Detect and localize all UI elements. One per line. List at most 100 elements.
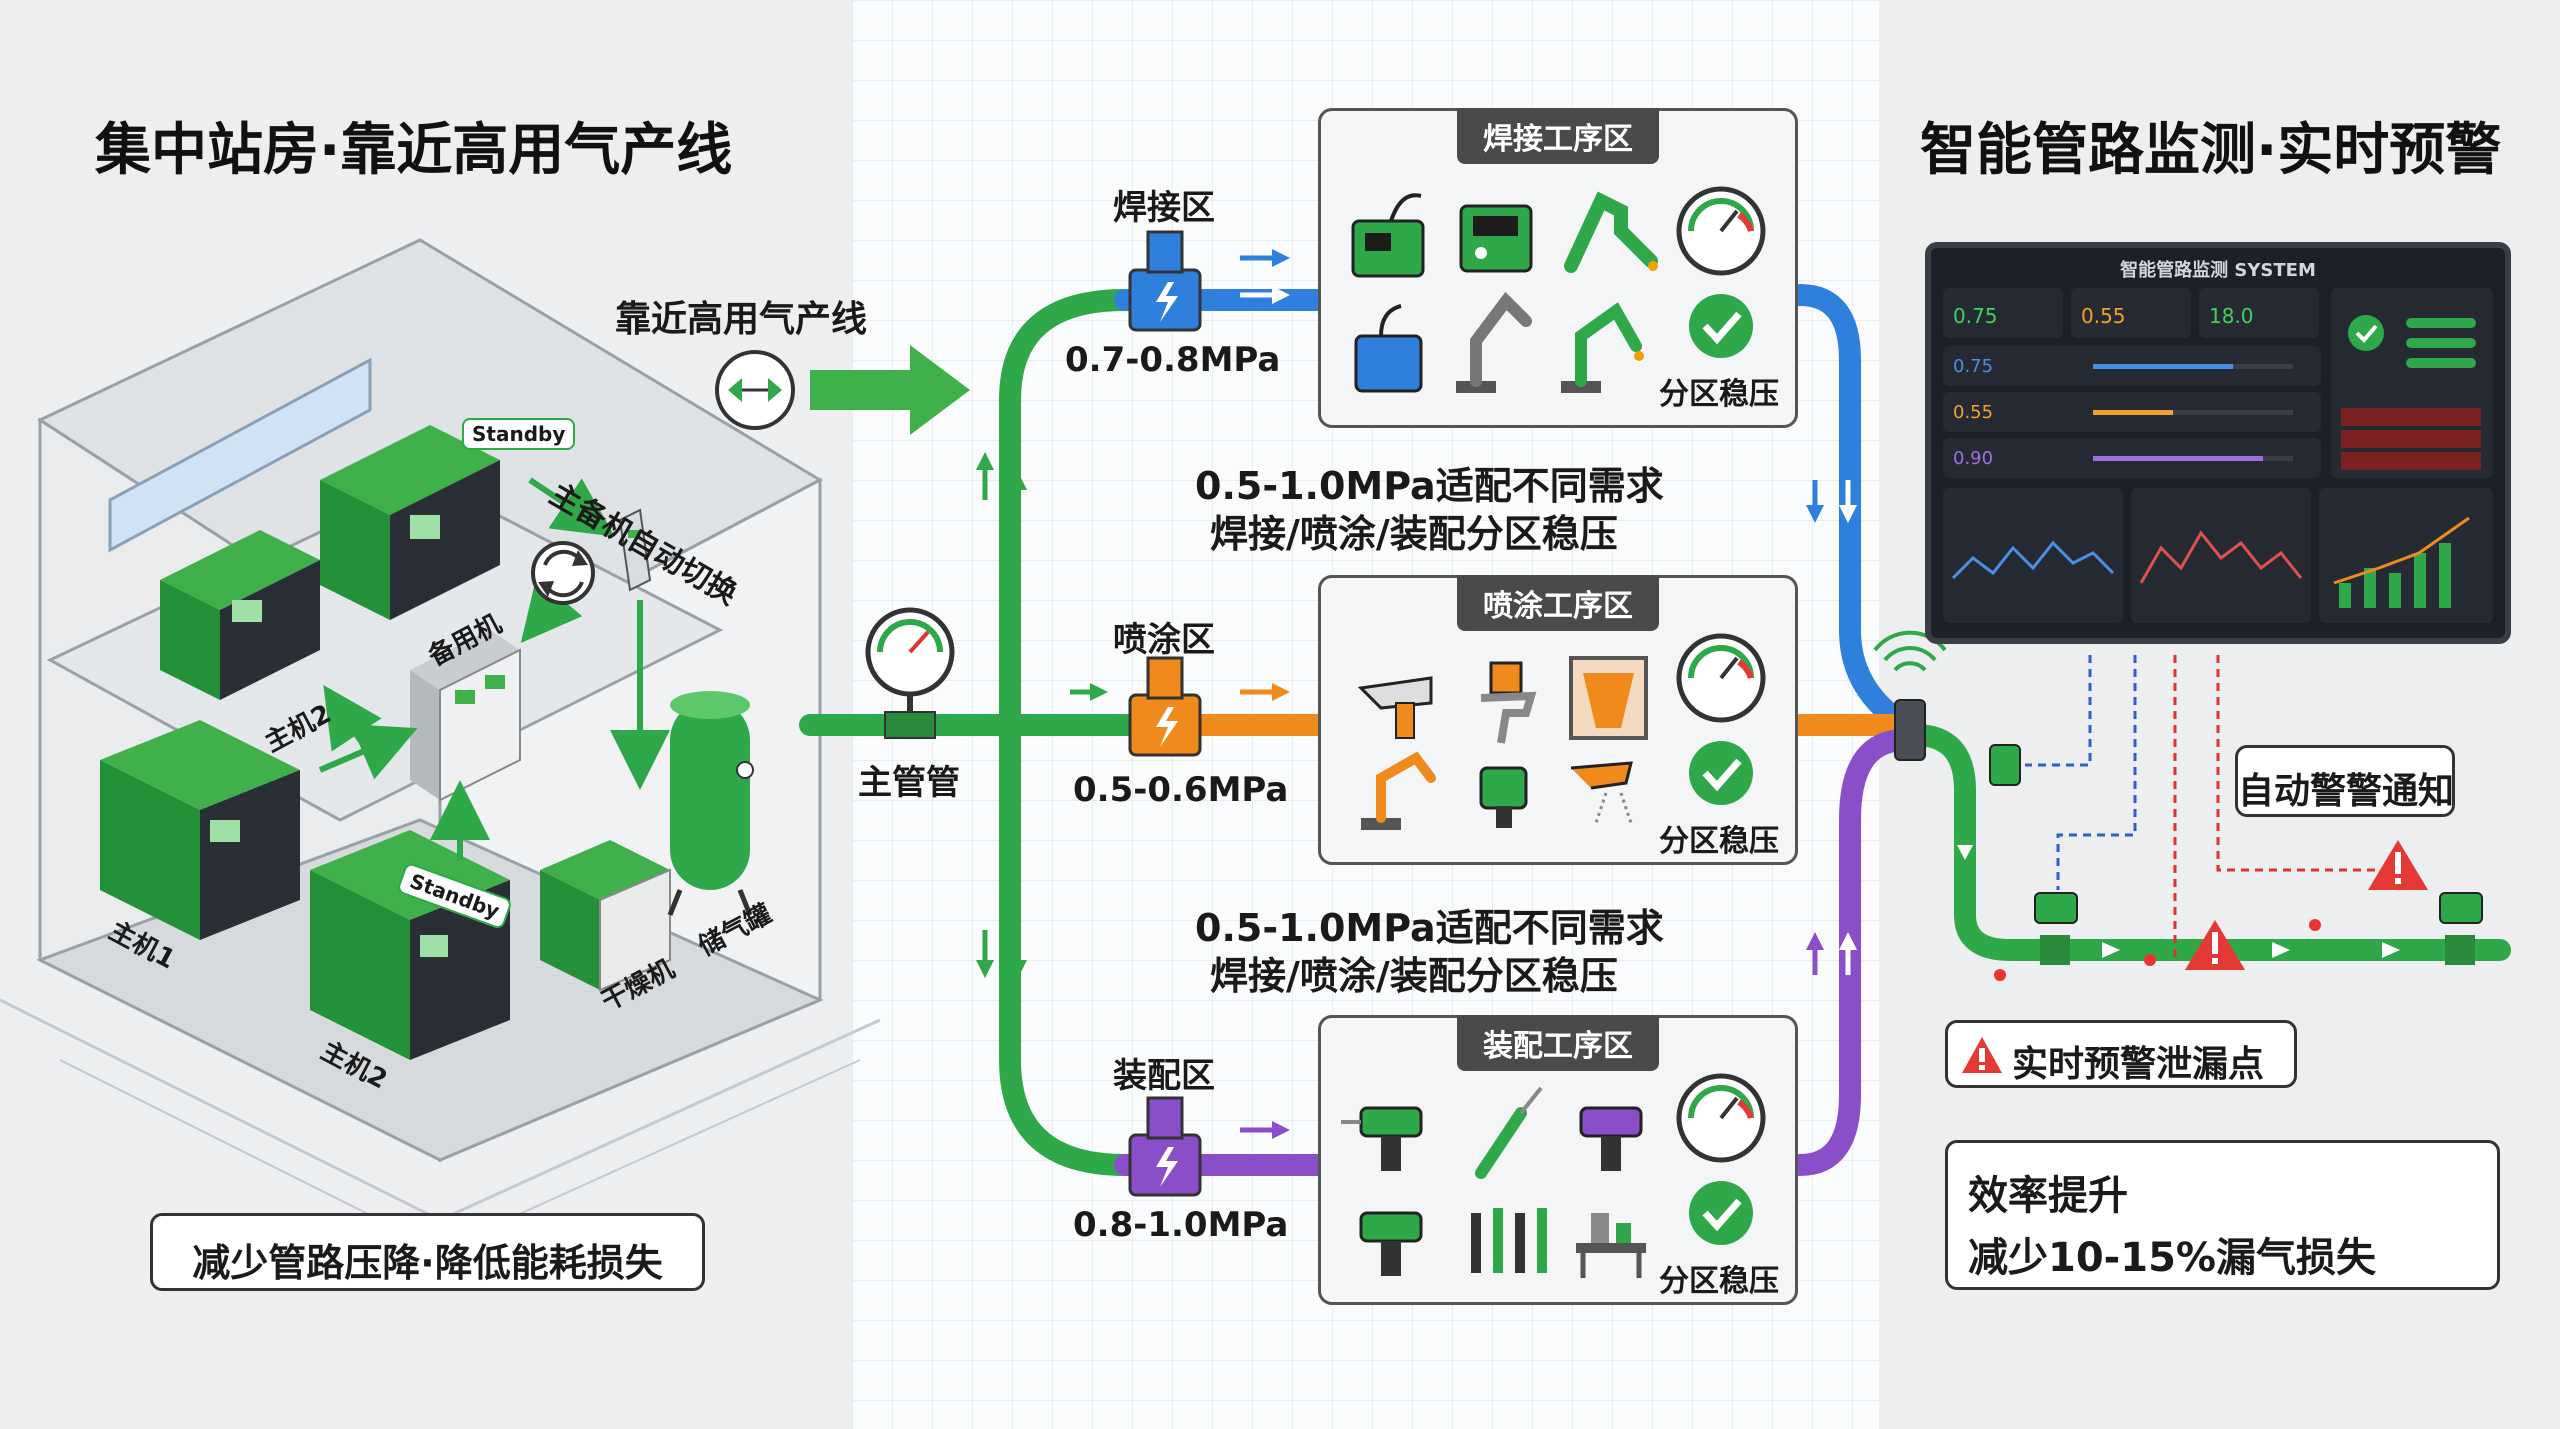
efficiency-box: 效率提升 减少10-15%漏气损失 — [1945, 1140, 2500, 1290]
remote-panel — [618, 508, 652, 592]
dash-row-1: 0.75 — [1943, 346, 2321, 386]
demand-note-2b: 焊接/喷涂/装配分区稳压 — [1210, 954, 1618, 998]
workbench-icon — [1576, 1213, 1646, 1278]
dash-card-1-value: 0.75 — [1953, 304, 1998, 328]
valve-spray-icon — [1128, 656, 1202, 757]
cordless-drill-icon — [1359, 1211, 1423, 1276]
zone-gauge-icon — [1676, 633, 1766, 723]
spray-tools — [1357, 633, 1766, 830]
near-line-arrow — [810, 345, 970, 435]
assembly-zone-title: 装配工序区 — [1457, 1015, 1659, 1071]
pipe-sensors — [1989, 744, 2483, 965]
dash-card-1: 0.75 — [1943, 288, 2063, 338]
dash-card-3: 18.0 — [2199, 288, 2319, 338]
control-cabinet — [410, 630, 521, 802]
tool-set-icon — [1471, 1208, 1547, 1273]
spray-zone-label: 喷涂区 — [1113, 620, 1215, 660]
spray-zone-title: 喷涂工序区 — [1457, 575, 1659, 631]
welding-robot-icon — [1561, 302, 1644, 393]
paint-sprayer-icon — [1479, 766, 1528, 828]
dash-status-panel — [2331, 288, 2493, 478]
weld-pressure: 0.7-0.8MPa — [1065, 340, 1281, 380]
main-pressure-gauge-icon — [865, 607, 955, 739]
zone-gauge-icon — [1676, 186, 1766, 276]
spray-zone-box: 喷涂工序区 分区稳压 — [1318, 575, 1798, 865]
dash-chart-1 — [1943, 488, 2123, 623]
dash-row-1-value: 0.75 — [1953, 356, 1994, 377]
hvlp-gun-icon — [1480, 661, 1537, 744]
assembly-pressure: 0.8-1.0MPa — [1073, 1205, 1289, 1245]
spray-nozzle-icon — [1570, 761, 1633, 824]
leak-points — [1994, 919, 2321, 981]
efficiency-title: 效率提升 — [1968, 1173, 2128, 1219]
auto-alert-box: 自动警警通知 — [2235, 745, 2455, 817]
air-tank — [667, 691, 754, 916]
demand-note-1b: 焊接/喷涂/装配分区稳压 — [1210, 512, 1618, 556]
leak-alert-label: 实时预警泄漏点 — [2012, 1044, 2265, 1085]
leak-alert-box: 实时预警泄漏点 — [1945, 1020, 2297, 1088]
spray-stable-label: 分区稳压 — [1659, 824, 1779, 859]
dash-row-3-value: 0.90 — [1953, 448, 1994, 469]
dash-row-3: 0.90 — [1943, 438, 2321, 478]
compressor-host1 — [100, 720, 300, 940]
robot-arm-icon — [1456, 291, 1532, 393]
pipe-right-arrows — [1957, 845, 2400, 958]
dash-row-2: 0.55 — [1943, 392, 2321, 432]
assembly-zone-label: 装配区 — [1113, 1056, 1215, 1096]
assembly-tools — [1341, 1073, 1766, 1278]
dash-row-2-value: 0.55 — [1953, 402, 1994, 423]
compressor-backup — [320, 425, 500, 620]
refresh-icon — [531, 541, 595, 605]
warning-icon — [2185, 840, 2428, 970]
valve-assembly-icon — [1128, 1096, 1202, 1197]
efficiency-detail: 减少10-15%漏气损失 — [1968, 1235, 2377, 1281]
pipe-flow-arrows — [976, 249, 1857, 1139]
manifold-junction — [1894, 699, 1926, 761]
weld-zone-title: 焊接工序区 — [1457, 108, 1659, 164]
inverter-welder-icon — [1459, 204, 1533, 273]
check-icon — [1689, 294, 1753, 358]
signal-lines — [2025, 655, 2385, 960]
dash-card-2: 0.55 — [2071, 288, 2191, 338]
compressor-host2-top — [160, 530, 320, 700]
auto-alert-label: 自动警警通知 — [2238, 771, 2455, 812]
dash-card-2-value: 0.55 — [2081, 304, 2126, 328]
plasma-cutter-icon — [1354, 304, 1423, 393]
weld-tools — [1351, 186, 1766, 393]
welder-machine-icon — [1351, 193, 1425, 278]
dash-chart-3 — [2319, 488, 2493, 623]
weld-zone-label: 焊接区 — [1113, 188, 1215, 228]
dash-card-3-value: 18.0 — [2209, 304, 2254, 328]
demand-note-1a: 0.5-1.0MPa适配不同需求 — [1195, 464, 1664, 508]
right-title: 智能管路监测·实时预警 — [1920, 118, 2502, 183]
bottom-note-box: 减少管路压降·降低能耗损失 — [150, 1213, 705, 1291]
standby-tag: Standby — [462, 418, 576, 450]
zone-gauge-icon — [1676, 1073, 1766, 1163]
valve-weld-icon — [1128, 230, 1202, 332]
assembly-zone-box: 装配工序区 分区稳压 — [1318, 1015, 1798, 1305]
impact-driver-icon — [1579, 1106, 1643, 1171]
left-title: 集中站房·靠近高用气产线 — [95, 118, 733, 183]
check-icon — [1689, 1181, 1753, 1245]
main-pipe-label: 主管管 — [858, 763, 960, 803]
assembly-stable-label: 分区稳压 — [1659, 1264, 1779, 1299]
bottom-note: 减少管路压降·降低能耗损失 — [192, 1241, 663, 1285]
check-icon — [1689, 741, 1753, 805]
demand-note-2a: 0.5-1.0MPa适配不同需求 — [1195, 906, 1664, 950]
spray-gun-icon — [1357, 676, 1433, 739]
drill-icon — [1341, 1106, 1423, 1171]
near-line-icon — [715, 350, 795, 430]
monitor-dashboard: 智能管路监测 SYSTEM 0.75 0.55 18.0 0.75 0.55 0… — [1925, 242, 2511, 644]
dashboard-header: 智能管路监测 SYSTEM — [2120, 260, 2316, 281]
weld-zone-box: 焊接工序区 分区稳压 — [1318, 108, 1798, 428]
welding-torch-icon — [1564, 191, 1658, 273]
screwdriver-icon — [1475, 1086, 1543, 1179]
alert-triangle-icon — [1962, 1037, 2002, 1073]
dryer-unit — [540, 840, 671, 992]
near-line-label: 靠近高用气产线 — [615, 299, 868, 340]
weld-stable-label: 分区稳压 — [1659, 377, 1779, 412]
spray-pressure: 0.5-0.6MPa — [1073, 770, 1289, 810]
paint-booth-icon — [1569, 656, 1648, 740]
